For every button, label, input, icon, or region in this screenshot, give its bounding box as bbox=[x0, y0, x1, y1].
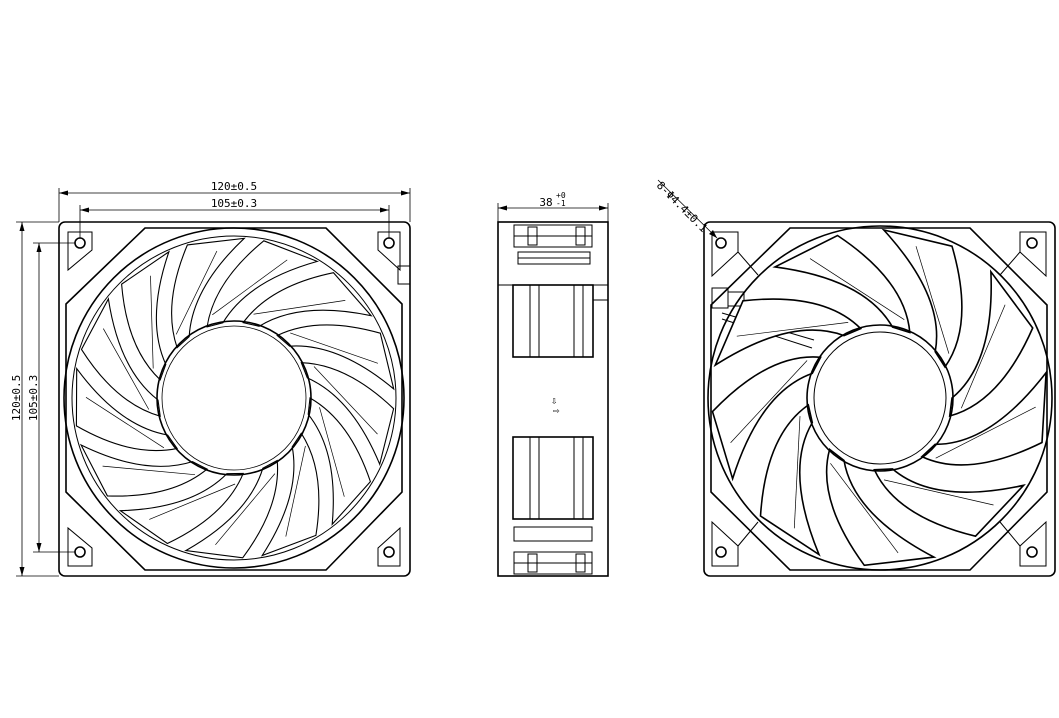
mounting-hole-icon bbox=[1026, 546, 1038, 558]
back-hub-inner bbox=[813, 331, 947, 465]
blade-rib bbox=[319, 407, 345, 497]
blade-rib bbox=[102, 465, 196, 476]
blade-rib bbox=[253, 300, 346, 315]
front-corner-tr bbox=[377, 231, 411, 285]
impeller-blade bbox=[260, 432, 320, 557]
hole-callout-text: 8-Φ4.4±0.1 bbox=[654, 179, 710, 235]
dim-overall-height: 120±0.5 bbox=[10, 375, 23, 421]
back-frame-outer bbox=[703, 221, 1056, 577]
impeller-blade bbox=[242, 272, 373, 327]
back-impeller-blades bbox=[711, 228, 1048, 567]
front-hub bbox=[156, 320, 312, 476]
front-shroud-ring-inner bbox=[71, 235, 397, 561]
blade-rib bbox=[149, 483, 236, 520]
blade-rib bbox=[212, 259, 288, 316]
blade-rib bbox=[215, 473, 276, 546]
blade-rib bbox=[883, 479, 994, 506]
rotation-arrow-icon: ⇨ bbox=[553, 404, 560, 417]
impeller-blade bbox=[948, 269, 1034, 418]
blade-rib bbox=[313, 366, 378, 435]
back-view bbox=[703, 221, 1056, 577]
back-corner-br bbox=[999, 520, 1047, 567]
blade-rib bbox=[175, 250, 218, 335]
impeller-blade bbox=[825, 448, 937, 567]
impeller-blade bbox=[75, 366, 179, 452]
back-shroud-ring bbox=[707, 225, 1053, 571]
side-frame-outline bbox=[497, 221, 609, 577]
impeller-blade bbox=[171, 237, 246, 349]
front-view bbox=[58, 221, 411, 577]
front-corner-bl bbox=[67, 526, 93, 567]
front-dimensions: 120±0.5 105±0.3 120±0.5 105±0.3 bbox=[10, 180, 411, 577]
mounting-hole-icon bbox=[383, 237, 395, 249]
impeller-blade bbox=[307, 397, 372, 526]
hole-callout: 8-Φ4.4±0.1 bbox=[654, 179, 718, 239]
impeller-blade bbox=[118, 472, 245, 545]
front-impeller-blades bbox=[75, 237, 395, 559]
mounting-hole-icon bbox=[715, 546, 727, 558]
blade-rib bbox=[102, 328, 150, 410]
back-corner-tr bbox=[999, 231, 1047, 278]
side-view: ⇩ ⇨ bbox=[497, 221, 609, 577]
blade-rib bbox=[793, 416, 801, 529]
front-corner-br bbox=[377, 526, 401, 567]
impeller-blade bbox=[206, 240, 320, 328]
side-dimensions: 38 +0 -1 bbox=[497, 191, 609, 222]
impeller-blade bbox=[920, 370, 1048, 466]
mounting-hole-icon bbox=[715, 237, 727, 249]
dim-hole-spacing-width: 105±0.3 bbox=[211, 197, 257, 210]
front-shroud-ring bbox=[63, 227, 405, 569]
impeller-blade bbox=[713, 298, 863, 368]
impeller-blade bbox=[711, 356, 822, 482]
mounting-hole-icon bbox=[383, 546, 395, 558]
blade-rib bbox=[150, 275, 154, 369]
impeller-blade bbox=[772, 234, 911, 334]
mounting-hole-icon bbox=[74, 237, 86, 249]
back-corner-bl bbox=[711, 520, 759, 567]
dim-overall-width: 120±0.5 bbox=[211, 180, 257, 193]
impeller-blade bbox=[759, 403, 821, 557]
blade-rib bbox=[290, 332, 379, 364]
blade-rib bbox=[730, 360, 808, 443]
impeller-blade bbox=[79, 443, 209, 497]
blade-rib bbox=[85, 397, 165, 449]
blade-rib bbox=[830, 463, 899, 554]
dim-hole-spacing-height: 105±0.3 bbox=[27, 375, 40, 421]
dim-thickness-tol-lower: -1 bbox=[556, 199, 566, 208]
back-hub bbox=[806, 324, 954, 472]
impeller-blade bbox=[276, 324, 395, 391]
impeller-blade bbox=[300, 362, 395, 466]
impeller-blade bbox=[121, 250, 170, 381]
front-venturi-octagon bbox=[65, 227, 403, 571]
impeller-blade bbox=[873, 468, 1026, 538]
mounting-hole-icon bbox=[74, 546, 86, 558]
blade-rib bbox=[809, 258, 905, 320]
impeller-blade bbox=[184, 459, 279, 559]
front-frame-outer bbox=[58, 221, 411, 577]
dim-thickness: 38 bbox=[539, 196, 552, 209]
blade-rib bbox=[915, 246, 950, 354]
airflow-arrow-icon: ⇩ bbox=[551, 394, 558, 407]
back-corner-tl bbox=[711, 231, 759, 309]
impeller-blade bbox=[80, 297, 161, 417]
blade-rib bbox=[935, 406, 1036, 459]
front-hub-inner bbox=[161, 325, 307, 471]
dim-thickness-tol-upper: +0 bbox=[556, 191, 566, 200]
blade-rib bbox=[736, 322, 849, 337]
blade-rib bbox=[960, 304, 1006, 409]
blade-rib bbox=[285, 445, 306, 537]
mounting-hole-icon bbox=[1026, 237, 1038, 249]
